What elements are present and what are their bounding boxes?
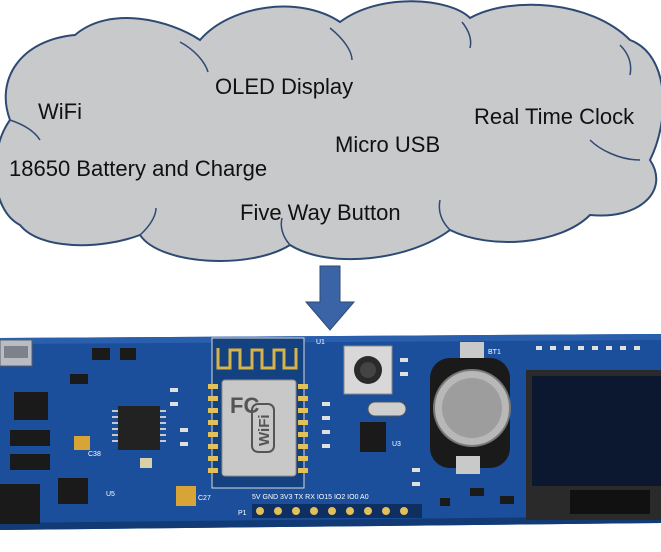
- micro-usb-connector: [0, 339, 33, 367]
- p1-label: P1: [238, 510, 247, 517]
- label-battery-charge: 18650 Battery and Charge: [9, 156, 268, 181]
- cloud-shape: [0, 0, 661, 263]
- u5-label: U5: [106, 491, 115, 498]
- down-arrow-icon: [304, 265, 356, 331]
- label-micro-usb: Micro USB: [335, 132, 441, 157]
- pin-header: 5V GND 3V3 TX RX IO15 IO2 IO0 A0 P1: [238, 494, 422, 518]
- wifi-module: FC WiFi: [208, 337, 308, 489]
- pcb-board: FC WiFi: [0, 334, 661, 530]
- u1-label: U1: [316, 339, 325, 346]
- wifi-logo-text: WiFi: [256, 414, 273, 446]
- u3-label: U3: [392, 441, 401, 448]
- pin-header-labels: 5V GND 3V3 TX RX IO15 IO2 IO0 A0: [252, 494, 369, 501]
- oled-display: [526, 370, 661, 520]
- bt1-label: BT1: [488, 349, 501, 356]
- label-real-time-clock: Real Time Clock: [474, 104, 635, 129]
- c27-label: C27: [198, 495, 211, 502]
- label-wifi: WiFi: [38, 99, 82, 124]
- c38-label: C38: [88, 451, 101, 458]
- feature-cloud: [0, 0, 661, 263]
- coin-cell-battery: [430, 342, 511, 474]
- label-oled-display: OLED Display: [215, 74, 354, 99]
- five-way-button: [343, 345, 393, 395]
- label-five-way-button: Five Way Button: [240, 200, 401, 225]
